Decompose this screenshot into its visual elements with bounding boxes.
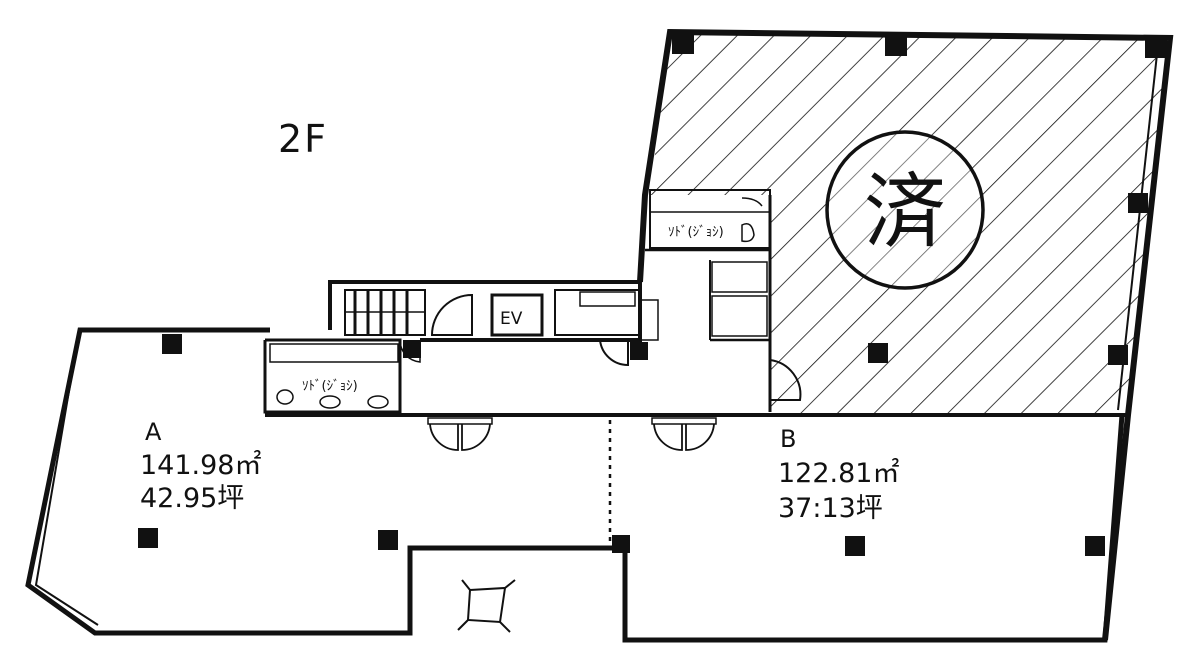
sink-fixture bbox=[579, 291, 636, 307]
room-a-inner-wall bbox=[34, 337, 99, 626]
core-right-door-swing bbox=[769, 359, 802, 401]
elevator-label: EV bbox=[500, 309, 523, 329]
compass-symbol bbox=[457, 579, 516, 633]
column bbox=[885, 34, 907, 56]
toilet-upper-block bbox=[649, 189, 771, 249]
core-outline bbox=[328, 280, 642, 342]
column bbox=[630, 342, 648, 360]
column bbox=[1128, 193, 1148, 213]
core-storage-1 bbox=[711, 261, 768, 293]
toilet-bowl-1 bbox=[276, 389, 294, 405]
column bbox=[403, 340, 421, 358]
column bbox=[868, 343, 888, 363]
toilet-upper-label: ｿﾄﾞ(ｼﾞｮｼ) bbox=[668, 225, 724, 240]
room-a-letter: A bbox=[145, 418, 162, 446]
column bbox=[378, 530, 398, 550]
building-outer-wall bbox=[637, 28, 1174, 641]
core-door-swing bbox=[599, 339, 629, 367]
staircase bbox=[344, 289, 426, 336]
machine-room bbox=[554, 289, 641, 336]
elevator-box bbox=[490, 293, 544, 337]
pipe-shaft bbox=[639, 299, 659, 341]
room-b-area-tsubo: 37:13坪 bbox=[778, 493, 883, 524]
room-a-area-tsubo: 42.95坪 bbox=[140, 483, 244, 514]
room-b-area-sqm: 122.81㎡ bbox=[778, 458, 899, 489]
column bbox=[1145, 36, 1167, 58]
column bbox=[612, 535, 630, 553]
toilet-block-outline bbox=[263, 338, 402, 414]
toilet-lower-upper-row bbox=[269, 343, 399, 363]
stair-door-swing bbox=[430, 293, 473, 336]
stamp-circle bbox=[825, 130, 985, 290]
column bbox=[138, 528, 158, 548]
core-storage-2 bbox=[711, 295, 768, 337]
floor-label: 2F bbox=[278, 117, 328, 161]
toilet-bowl-2 bbox=[319, 395, 341, 409]
toilet-lower-label: ｿﾄﾞ(ｼﾞｮｼ) bbox=[302, 379, 358, 394]
room-b-letter: B bbox=[780, 425, 796, 453]
toilet-upper-fixture-icon-2 bbox=[741, 197, 763, 207]
toilet-bowl-3 bbox=[367, 395, 389, 409]
room-a-area-sqm: 141.98㎡ bbox=[140, 450, 261, 481]
toilet-upper-fixture-icon bbox=[741, 223, 755, 243]
column bbox=[1108, 345, 1128, 365]
columns bbox=[138, 32, 1167, 556]
door-room-a bbox=[427, 417, 493, 451]
occupied-area-hatch bbox=[650, 32, 1170, 415]
room-a-wall bbox=[25, 327, 610, 636]
column bbox=[162, 334, 182, 354]
column bbox=[672, 32, 694, 54]
stamp-text: 済 bbox=[864, 165, 946, 260]
door-room-b bbox=[651, 417, 717, 451]
column bbox=[845, 536, 865, 556]
column bbox=[1085, 536, 1105, 556]
